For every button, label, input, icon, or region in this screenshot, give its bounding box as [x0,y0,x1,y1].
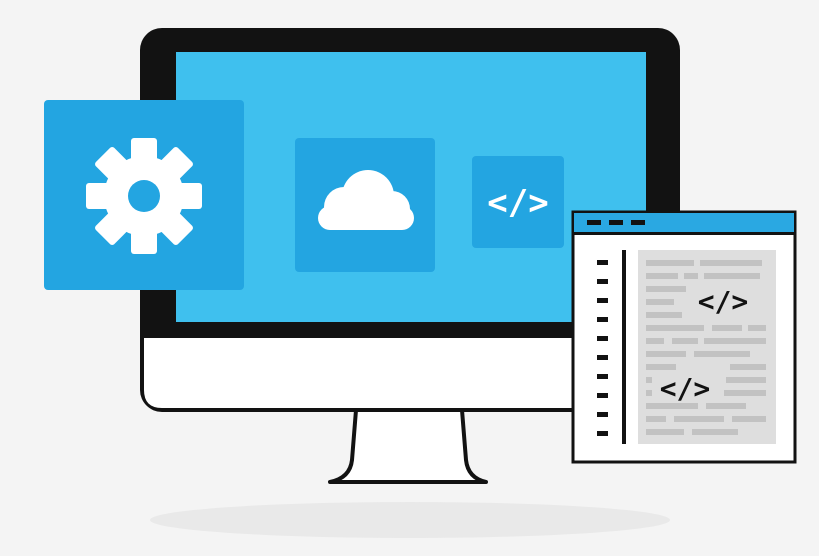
code-icon: </> [487,183,548,223]
floor-shadow [150,502,670,538]
code-snippet-1: </> [698,285,749,318]
settings-tile [44,100,244,290]
line-markers [597,260,608,436]
monitor-chin [144,338,676,408]
cloud-tile [295,138,435,272]
monitor-stand [328,408,488,484]
code-snippet-2: </> [660,372,711,405]
monitor [140,28,680,484]
code-tile: </> [472,156,564,248]
code-panel [638,250,776,444]
cloud-icon [318,170,414,230]
window-titlebar [574,213,794,233]
code-window: </> </> [571,210,797,464]
window-controls [587,220,645,225]
gear-icon [86,138,202,254]
gutter-divider [622,250,626,444]
